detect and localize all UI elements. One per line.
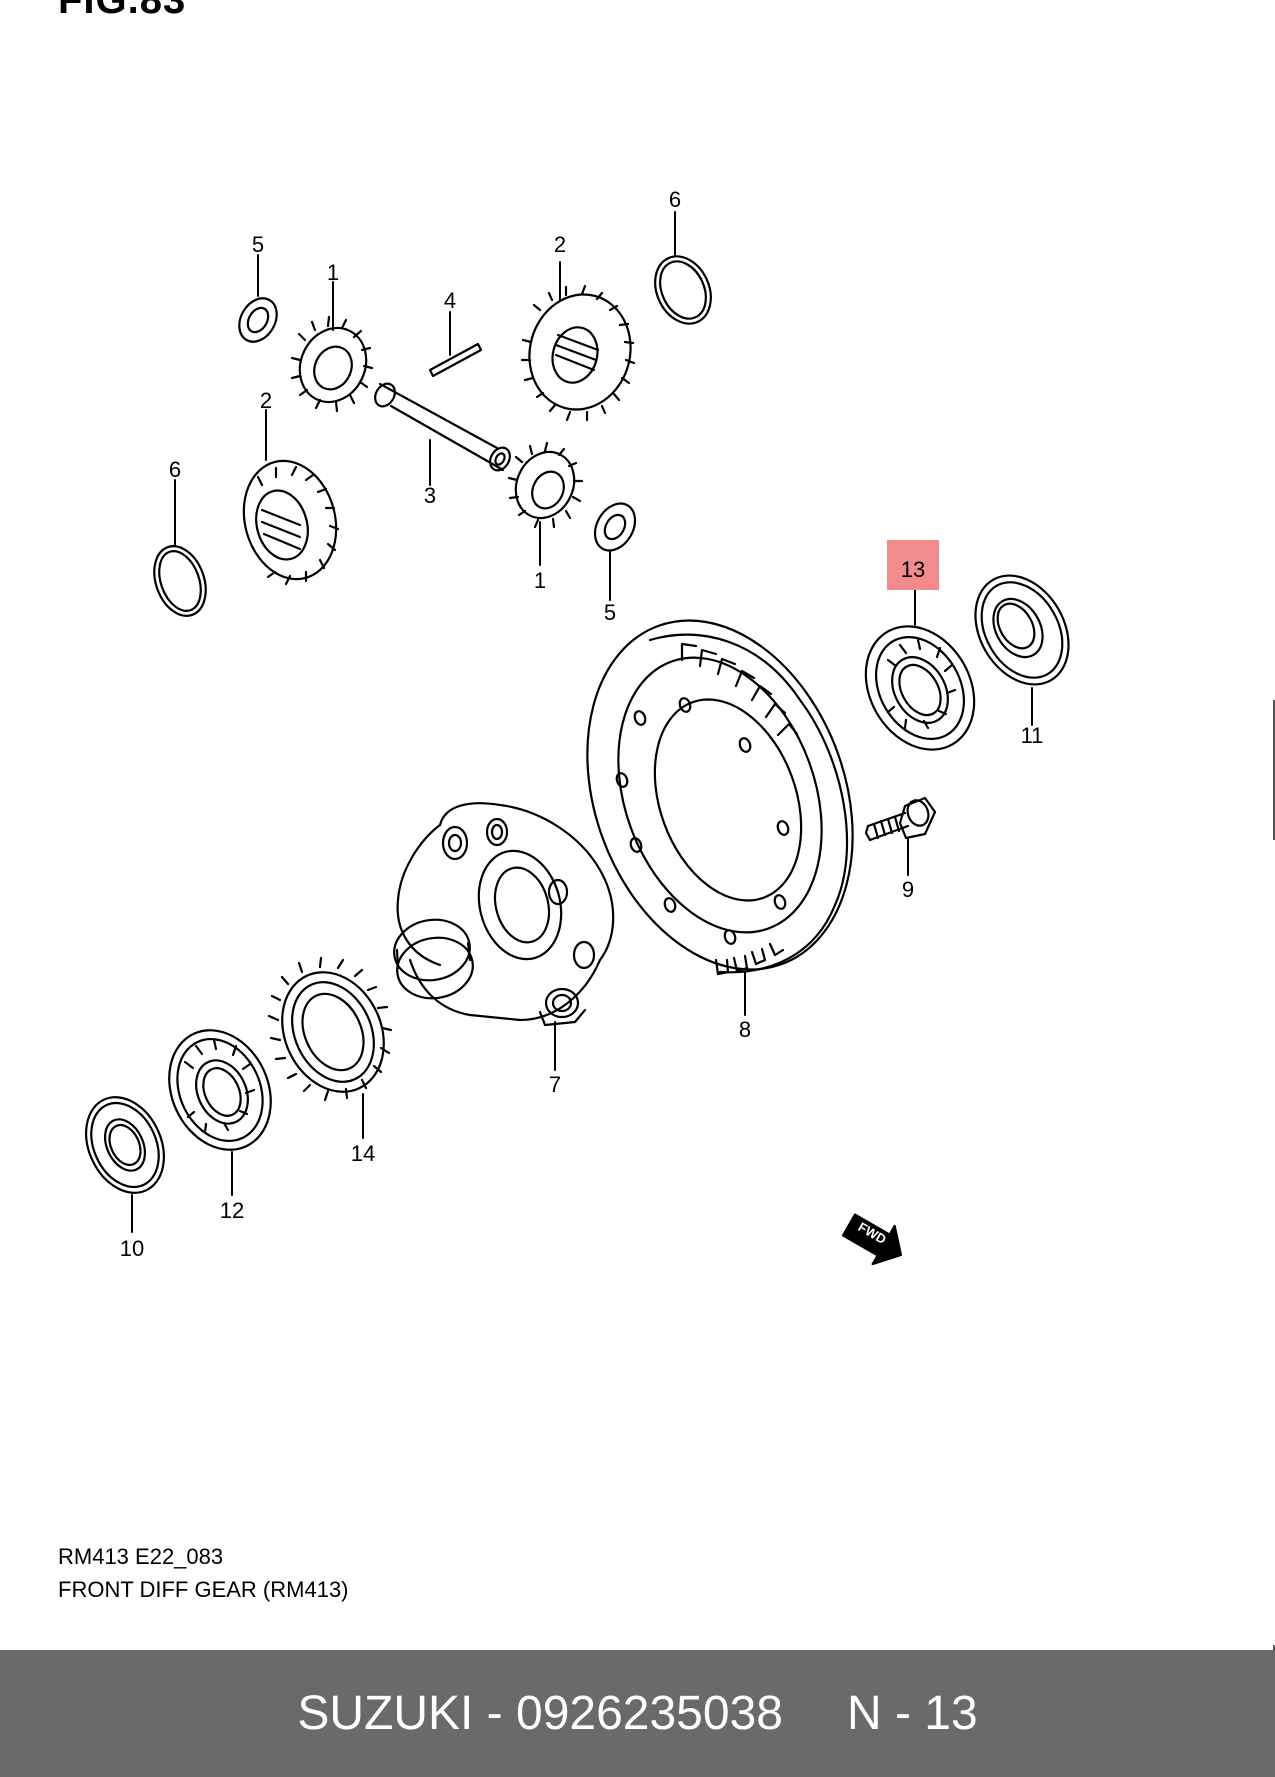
callout-6-lower: 6 bbox=[169, 457, 181, 482]
callout-14: 14 bbox=[351, 1141, 375, 1166]
callout-4: 4 bbox=[444, 288, 456, 313]
side-gear-2-upper bbox=[520, 284, 636, 422]
callout-2-lower: 2 bbox=[260, 388, 272, 413]
callout-10: 10 bbox=[120, 1236, 144, 1261]
oil-seal-10 bbox=[85, 1096, 165, 1194]
callout-7: 7 bbox=[549, 1072, 561, 1097]
differential-case-7 bbox=[393, 802, 615, 1027]
page-edge-mark bbox=[1273, 1645, 1275, 1650]
callout-1-lower: 1 bbox=[534, 568, 546, 593]
callout-3: 3 bbox=[424, 483, 436, 508]
pin-4 bbox=[428, 342, 483, 378]
callout-5-lower: 5 bbox=[604, 600, 616, 625]
oil-seal-11 bbox=[974, 574, 1070, 686]
pinion-gear-1-upper bbox=[290, 315, 374, 413]
callout-12: 12 bbox=[220, 1198, 244, 1223]
washer-5-upper bbox=[238, 297, 278, 343]
callout-1-upper: 1 bbox=[327, 260, 339, 285]
callout-11: 11 bbox=[1021, 723, 1044, 748]
figure-ref-code: RM413 E22_083 bbox=[58, 1544, 224, 1569]
footer-brand-part-number: SUZUKI - 0926235038 bbox=[297, 1687, 783, 1740]
figure-title: FIG.83 bbox=[58, 0, 187, 22]
side-gear-2-lower bbox=[242, 459, 340, 586]
washer-5-lower bbox=[593, 502, 637, 552]
callout-9: 9 bbox=[902, 877, 914, 902]
parts-diagram: 5 1 4 3 2 6 2 6 1 5 13 11 9 8 7 14 12 10… bbox=[85, 187, 1070, 1266]
fwd-arrow-icon bbox=[841, 1213, 903, 1266]
footer-position: N - 13 bbox=[846, 1687, 978, 1740]
page-edge-mark bbox=[1273, 700, 1275, 840]
shim-ring-6-upper bbox=[654, 255, 712, 325]
bolt-9 bbox=[864, 796, 937, 842]
callout-6-upper: 6 bbox=[669, 187, 681, 212]
callout-13: 13 bbox=[901, 557, 925, 582]
callout-2-upper: 2 bbox=[554, 232, 566, 257]
figure-name: FRONT DIFF GEAR (RM413) bbox=[58, 1577, 349, 1602]
shaft-3 bbox=[374, 382, 511, 472]
pinion-gear-1-lower bbox=[507, 441, 584, 529]
bearing-13 bbox=[864, 625, 976, 751]
callout-8: 8 bbox=[739, 1017, 751, 1042]
highlight-box-13 bbox=[887, 540, 939, 590]
footer-bar: SUZUKI - 0926235038 N - 13 bbox=[0, 1650, 1275, 1777]
ring-gear-8 bbox=[586, 619, 854, 976]
bearing-14 bbox=[267, 956, 393, 1102]
callout-5-upper: 5 bbox=[252, 232, 264, 257]
shim-ring-6-lower bbox=[153, 545, 207, 617]
bearing-12 bbox=[168, 1029, 272, 1151]
